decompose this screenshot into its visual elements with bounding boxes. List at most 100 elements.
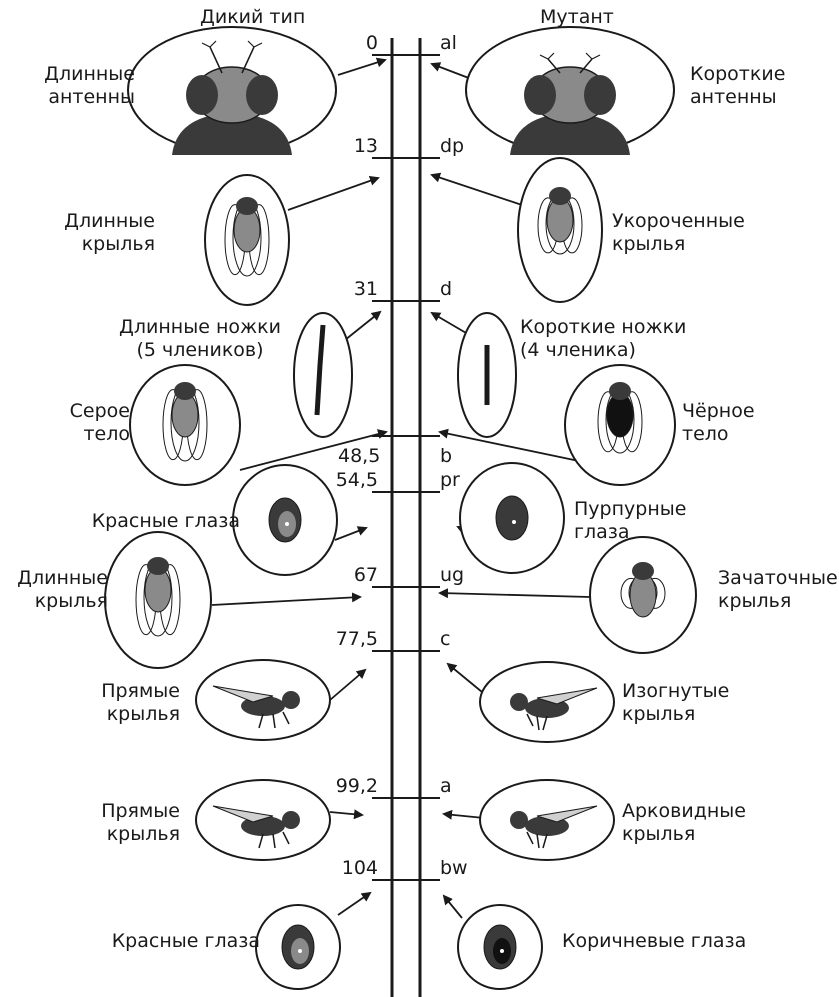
arrow — [444, 896, 462, 918]
wild-type-illustration — [130, 365, 240, 485]
gene-symbol: al — [440, 33, 457, 53]
locus-position: 13 — [354, 136, 378, 156]
label-line: Зачаточные — [718, 567, 838, 590]
arrow — [330, 812, 362, 815]
header-mutant: Мутант — [540, 6, 614, 28]
mutant-trait-label: Изогнутыекрылья — [622, 680, 762, 726]
arrow — [440, 593, 590, 597]
wild-trait-label: Красные глаза — [60, 930, 260, 953]
label-line: антенны — [10, 86, 135, 109]
mutant-illustration — [458, 905, 542, 989]
label-line: Прямые — [60, 800, 180, 823]
wild-type-illustration — [205, 175, 289, 305]
gene-symbol: b — [440, 446, 452, 466]
gene-symbol: pr — [440, 470, 460, 490]
wild-type-illustration — [105, 532, 211, 668]
wild-type-illustration — [196, 660, 330, 740]
wild-type-illustration — [294, 313, 352, 437]
label-line: Красные глаза — [40, 510, 240, 533]
label-line: Длинные ножки — [100, 316, 300, 339]
label-line: крылья — [622, 823, 762, 846]
gene-symbol: dp — [440, 136, 464, 156]
wild-trait-label: Прямыекрылья — [60, 800, 180, 846]
mutant-illustration — [590, 537, 696, 653]
header-wild: Дикий тип — [200, 6, 305, 28]
arrow — [345, 312, 380, 340]
mutant-illustration — [466, 27, 674, 155]
label-line: Короткие ножки — [520, 316, 720, 339]
mutant-illustration — [565, 365, 675, 485]
label-line: крылья — [60, 823, 180, 846]
label-line: Длинные — [25, 210, 155, 233]
gene-symbol: d — [440, 279, 452, 299]
label-line: Укороченные — [612, 210, 782, 233]
label-line: (4 членика) — [520, 339, 720, 362]
arrow — [432, 175, 522, 205]
label-line: крылья — [718, 590, 838, 613]
gene-symbol: ug — [440, 565, 464, 585]
locus-position: 99,2 — [336, 776, 378, 796]
mutant-illustration — [518, 158, 602, 302]
arrow — [338, 893, 370, 915]
label-line: тело — [30, 423, 130, 446]
wild-type-illustration — [233, 465, 337, 575]
label-line: крылья — [25, 233, 155, 256]
gene-symbol: bw — [440, 858, 468, 878]
label-line: Серое — [30, 400, 130, 423]
label-line: Длинные — [0, 567, 108, 590]
label-line: тело — [682, 423, 802, 446]
mutant-trait-label: Чёрноетело — [682, 400, 802, 446]
arrow — [338, 60, 385, 75]
label-line: глаза — [574, 521, 714, 544]
locus-position: 54,5 — [336, 470, 378, 490]
label-line: Чёрное — [682, 400, 802, 423]
locus-position: 67 — [354, 565, 378, 585]
chromosome — [392, 38, 420, 997]
mutant-illustration — [460, 463, 564, 573]
mutant-trait-label: Коричневые глаза — [562, 930, 782, 953]
label-line: Короткие — [690, 63, 830, 86]
arrow — [330, 670, 365, 700]
label-line: Длинные — [10, 63, 135, 86]
label-line: Коричневые глаза — [562, 930, 782, 953]
arrow — [288, 178, 378, 210]
mutant-illustration — [458, 313, 516, 437]
mutant-illustration — [480, 662, 614, 742]
arrow — [212, 597, 360, 605]
label-line: антенны — [690, 86, 830, 109]
mutant-trait-label: Короткие ножки(4 членика) — [520, 316, 720, 362]
label-line: крылья — [60, 703, 180, 726]
wild-type-illustration — [128, 27, 336, 155]
locus-position: 0 — [366, 33, 378, 53]
gene-symbol: a — [440, 776, 452, 796]
label-line: Изогнутые — [622, 680, 762, 703]
label-line: крылья — [0, 590, 108, 613]
wild-trait-label: Красные глаза — [40, 510, 240, 533]
wild-type-illustration — [256, 905, 340, 989]
locus-position: 31 — [354, 279, 378, 299]
wild-trait-label: Длинные ножки(5 члеников) — [100, 316, 300, 362]
arrow — [444, 814, 484, 818]
label-line: (5 члеников) — [100, 339, 300, 362]
label-line: крылья — [622, 703, 762, 726]
locus-position: 48,5 — [338, 446, 380, 466]
gene-symbol: c — [440, 629, 450, 649]
label-line: Прямые — [60, 680, 180, 703]
arrow — [448, 664, 482, 692]
mutant-illustration — [480, 780, 614, 860]
locus-position: 77,5 — [336, 629, 378, 649]
label-line: крылья — [612, 233, 782, 256]
wild-type-illustration — [196, 780, 330, 860]
arrow — [335, 528, 366, 540]
